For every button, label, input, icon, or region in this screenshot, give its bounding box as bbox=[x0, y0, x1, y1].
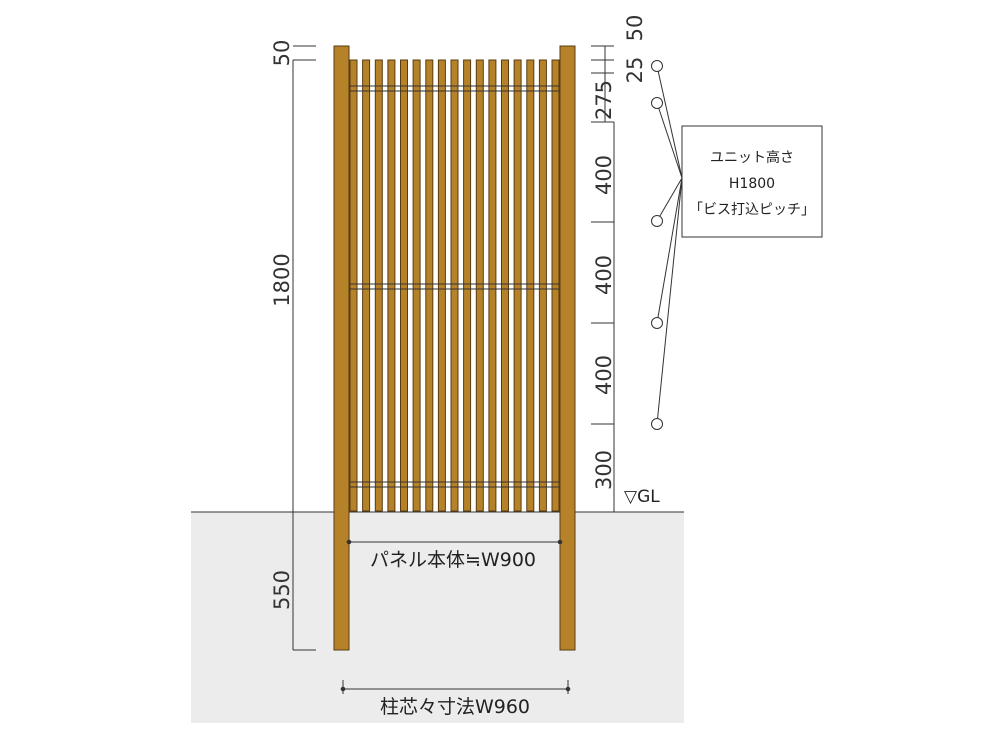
callout-line-1: ユニット高さ bbox=[710, 149, 794, 166]
post-center-dimension bbox=[340, 680, 571, 694]
fence-slat bbox=[425, 59, 434, 512]
fence-slat bbox=[526, 59, 535, 512]
callout-box bbox=[681, 125, 823, 238]
panel-width-dimension bbox=[346, 539, 563, 545]
fence-slat bbox=[475, 59, 484, 512]
right-post bbox=[559, 45, 576, 651]
dim-right-275: 275 bbox=[592, 80, 616, 120]
dim-embed-depth: 550 bbox=[270, 570, 294, 610]
callout-line-2: H1800 bbox=[729, 176, 775, 192]
callout-line-3: 「ビス打込ピッチ」 bbox=[689, 201, 815, 218]
fence-slat bbox=[501, 59, 509, 512]
fence-slat bbox=[362, 59, 371, 512]
fence-slat bbox=[551, 59, 560, 512]
ground-level-label: ▽GL bbox=[624, 487, 660, 507]
left-dimension-lines bbox=[292, 45, 316, 651]
fence-slat bbox=[387, 59, 396, 512]
dim-right-300: 300 bbox=[592, 450, 616, 490]
dim-right-400-a: 400 bbox=[592, 155, 616, 195]
fence-slat bbox=[463, 59, 472, 512]
screw-marker-circle bbox=[651, 97, 663, 109]
fence-slat bbox=[488, 59, 497, 512]
dim-right-50: 50 bbox=[623, 15, 647, 42]
fence-slat bbox=[513, 59, 522, 512]
fence-slat bbox=[349, 59, 358, 512]
dim-right-25: 25 bbox=[623, 57, 647, 84]
screw-marker-circle bbox=[651, 418, 663, 430]
dim-total-height: 1800 bbox=[270, 253, 294, 306]
slat-group bbox=[349, 59, 560, 512]
screw-marker-circle bbox=[651, 317, 663, 329]
fence-slat bbox=[437, 59, 446, 512]
fence-slat bbox=[374, 59, 383, 512]
right-dimension-lines bbox=[591, 45, 615, 513]
screw-pitch-markers bbox=[651, 60, 683, 430]
fence-slat bbox=[450, 59, 459, 512]
screw-marker-circle bbox=[651, 60, 663, 72]
dim-right-400-b: 400 bbox=[592, 255, 616, 295]
left-post bbox=[333, 45, 350, 651]
dim-right-400-c: 400 bbox=[592, 355, 616, 395]
rail-group bbox=[349, 85, 560, 488]
post-center-label: 柱芯々寸法W960 bbox=[380, 696, 530, 718]
fence-slat bbox=[400, 59, 408, 512]
panel-width-label: パネル本体≒W900 bbox=[370, 549, 536, 571]
fence-slat bbox=[412, 59, 421, 512]
dim-post-top: 50 bbox=[270, 40, 294, 67]
ground-area bbox=[191, 512, 684, 723]
screw-marker-circle bbox=[651, 215, 663, 227]
fence-slat bbox=[538, 59, 547, 512]
